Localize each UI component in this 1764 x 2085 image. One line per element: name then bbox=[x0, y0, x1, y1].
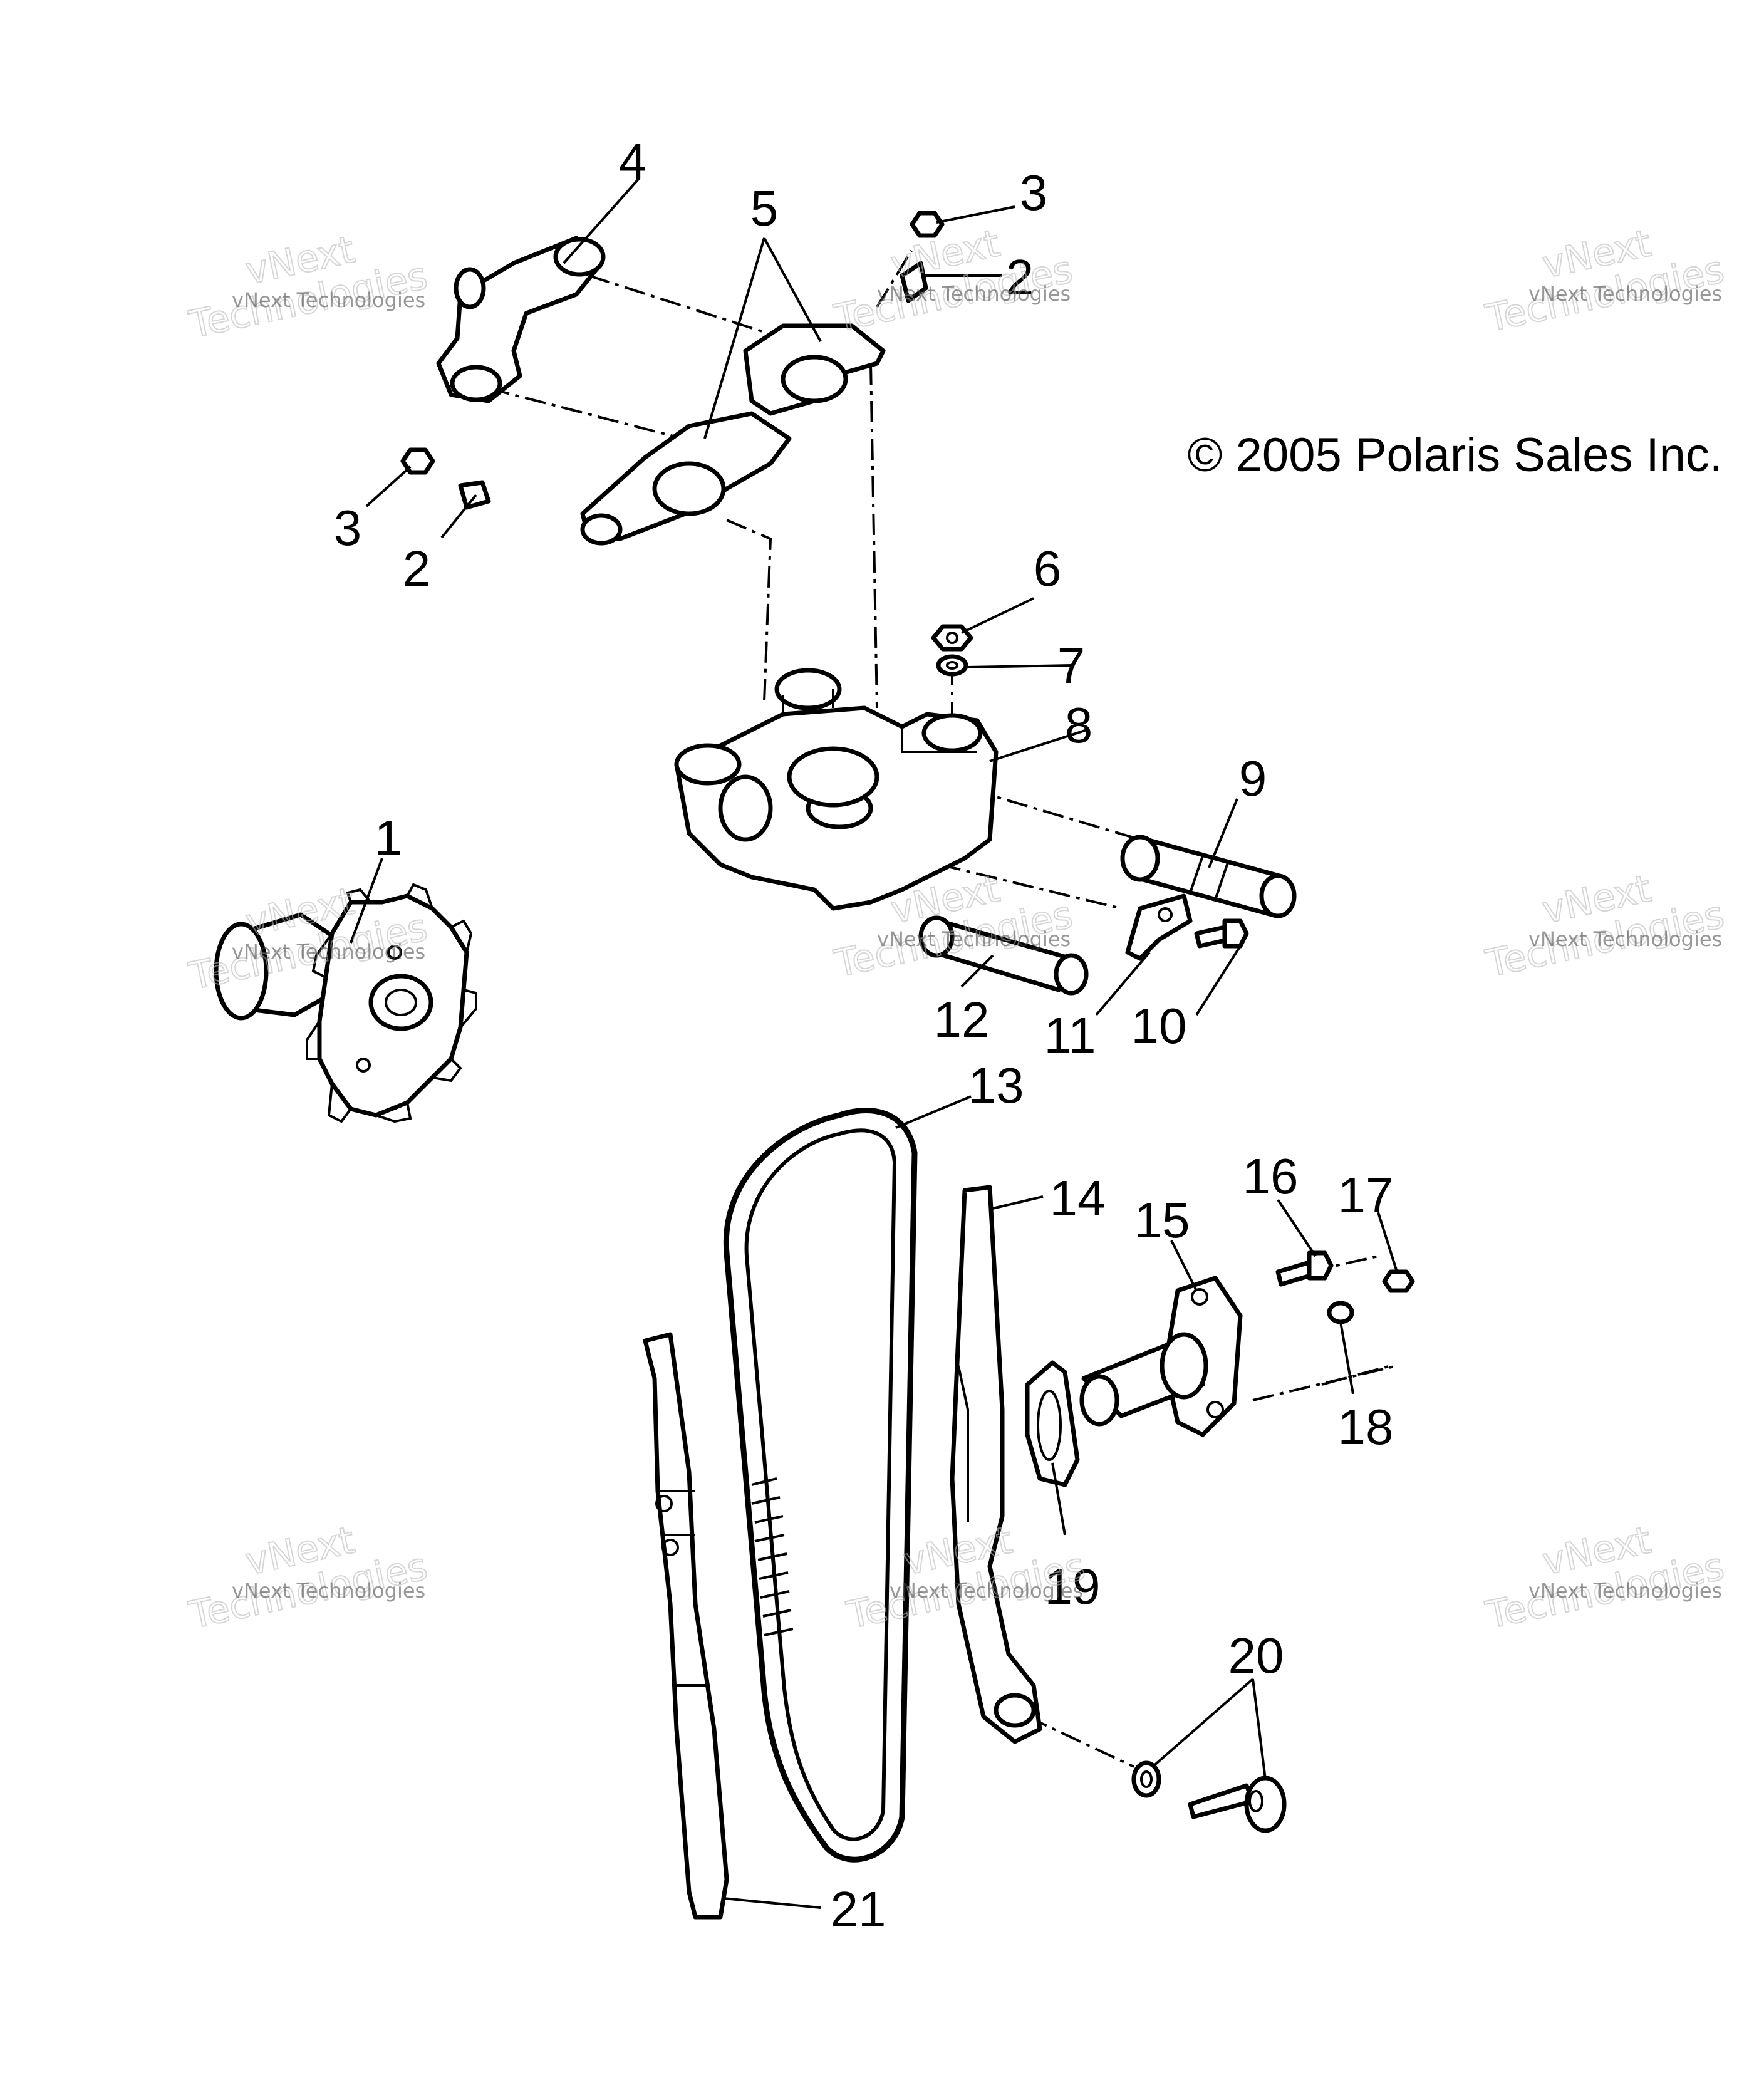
cam-chain-13 bbox=[723, 1108, 918, 1863]
watermark: vNext Technologies bbox=[185, 1517, 432, 1638]
callout-3-lower: 3 bbox=[334, 500, 362, 556]
callout-2-upper: 2 bbox=[1006, 249, 1034, 305]
watermark: vNext Technologies bbox=[185, 227, 432, 348]
rocker-shaft-12 bbox=[918, 915, 1089, 996]
o-ring-18 bbox=[1327, 1301, 1354, 1324]
callout-11: 11 bbox=[1044, 1007, 1096, 1063]
watermark-small: vNext Technologies bbox=[1528, 927, 1722, 951]
callout-7: 7 bbox=[1057, 638, 1086, 694]
callout-20: 20 bbox=[1228, 1628, 1284, 1683]
pivot-bolt-20 bbox=[1131, 1760, 1287, 1833]
callout-12: 12 bbox=[934, 992, 990, 1048]
watermark-small: vNext Technologies bbox=[1528, 1579, 1722, 1603]
callout-13: 13 bbox=[968, 1058, 1024, 1113]
adjuster-screw-upper bbox=[900, 261, 928, 303]
rocker-arm-4 bbox=[436, 236, 606, 403]
chain-guide-14 bbox=[950, 1185, 1042, 1744]
callout-4: 4 bbox=[619, 133, 647, 189]
watermark-small: vNext Technologies bbox=[232, 288, 425, 312]
watermark: vNext Technologies bbox=[830, 221, 1077, 341]
callout-14: 14 bbox=[1050, 1170, 1106, 1226]
bolt-16 bbox=[1275, 1250, 1334, 1287]
callout-9: 9 bbox=[1239, 751, 1267, 806]
callout-3-upper: 3 bbox=[1020, 165, 1048, 221]
watermark: vNext Technologies bbox=[1481, 1517, 1729, 1638]
callout-18: 18 bbox=[1338, 1399, 1394, 1455]
chain-guide-21 bbox=[643, 1332, 729, 1920]
camshaft-1 bbox=[214, 883, 477, 1123]
callout-1: 1 bbox=[375, 810, 403, 866]
copyright-text: © 2005 Polaris Sales Inc. bbox=[1188, 429, 1723, 482]
rocker-arm-5-upper bbox=[743, 323, 886, 416]
gasket-19 bbox=[1025, 1360, 1080, 1487]
lock-plate-11 bbox=[1125, 893, 1193, 961]
watermarks: vNext Technologies vNext Technologies vN… bbox=[185, 221, 1729, 1638]
rocker-shaft-9 bbox=[1120, 835, 1297, 918]
callout-5: 5 bbox=[750, 180, 779, 236]
callout-17: 17 bbox=[1338, 1167, 1394, 1223]
callout-6: 6 bbox=[1034, 541, 1062, 596]
washer-7 bbox=[936, 654, 968, 677]
callout-8: 8 bbox=[1065, 697, 1093, 753]
adjuster-nut-upper bbox=[910, 211, 945, 238]
watermark-small: vNext Technologies bbox=[232, 1579, 425, 1603]
callouts: 1 2 2 3 3 4 5 6 7 8 9 10 11 12 13 14 15 … bbox=[334, 133, 1394, 1937]
watermark: vNext Technologies bbox=[1481, 866, 1729, 987]
watermark-small: vNext Technologies bbox=[232, 940, 425, 964]
callout-2-lower: 2 bbox=[403, 541, 431, 596]
callout-21: 21 bbox=[831, 1881, 886, 1937]
rocker-arm-5-lower bbox=[580, 411, 792, 546]
callout-16: 16 bbox=[1243, 1148, 1299, 1204]
chain-tensioner-15 bbox=[1079, 1276, 1243, 1437]
watermark-small: vNext Technologies bbox=[1528, 282, 1722, 306]
watermark: vNext Technologies bbox=[1481, 221, 1729, 341]
rocker-support-8 bbox=[674, 668, 999, 911]
leader-lines bbox=[350, 177, 1398, 1909]
bolt-10 bbox=[1194, 918, 1249, 949]
watermark-small: vNext Technologies bbox=[877, 927, 1071, 951]
callout-19: 19 bbox=[1045, 1559, 1101, 1614]
plug-17 bbox=[1382, 1269, 1415, 1293]
watermark-small: vNext Technologies bbox=[877, 282, 1071, 306]
callout-15: 15 bbox=[1134, 1192, 1190, 1248]
watermark-small: vNext Technologies bbox=[890, 1579, 1083, 1603]
callout-10: 10 bbox=[1131, 998, 1187, 1054]
